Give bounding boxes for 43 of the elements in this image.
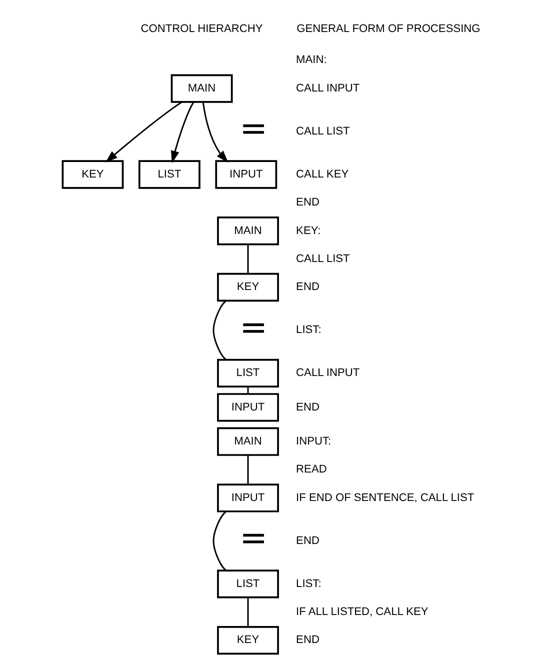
label: CALL LIST	[296, 125, 350, 138]
connector	[246, 598, 248, 627]
arrow	[170, 102, 194, 164]
label: CALL KEY	[296, 168, 348, 180]
label: END	[296, 401, 319, 414]
arrow	[104, 101, 182, 162]
node-box: KEY	[61, 160, 124, 189]
label: END	[296, 196, 319, 209]
node-box: INPUT	[214, 160, 277, 189]
label: =	[239, 518, 267, 558]
connector	[246, 244, 248, 274]
node-box: MAIN	[216, 427, 278, 456]
node-box: LIST	[138, 160, 200, 189]
node-box: LIST	[216, 570, 278, 598]
label: CALL INPUT	[296, 82, 360, 94]
label: END	[296, 534, 319, 547]
connector	[246, 455, 248, 484]
arrow	[202, 102, 228, 163]
label: INPUT:	[296, 435, 331, 448]
node-box: KEY	[216, 272, 278, 302]
node-box: MAIN	[216, 216, 278, 246]
label: CALL INPUT	[296, 367, 360, 380]
label: LIST:	[296, 324, 321, 336]
node-box: INPUT	[216, 484, 278, 512]
label: CALL LIST	[296, 252, 350, 265]
node-box: LIST	[216, 358, 278, 388]
label: IF ALL LISTED, CALL KEY	[296, 606, 428, 618]
label: KEY:	[296, 224, 320, 237]
label: END	[296, 281, 319, 294]
connector	[212, 300, 226, 360]
label: =	[239, 108, 267, 148]
node-box: KEY	[216, 626, 278, 655]
node-box: MAIN	[170, 74, 232, 103]
label: CONTROL HIERARCHY	[140, 22, 262, 35]
label: IF END OF SENTENCE, CALL LIST	[296, 492, 474, 504]
label: LIST:	[296, 578, 321, 590]
label: END	[296, 634, 319, 646]
connector	[212, 510, 226, 571]
label: GENERAL FORM OF PROCESSING	[296, 22, 480, 35]
label: =	[239, 307, 267, 346]
label: READ	[296, 464, 326, 476]
node-box: INPUT	[216, 393, 278, 422]
label: MAIN:	[296, 54, 326, 66]
